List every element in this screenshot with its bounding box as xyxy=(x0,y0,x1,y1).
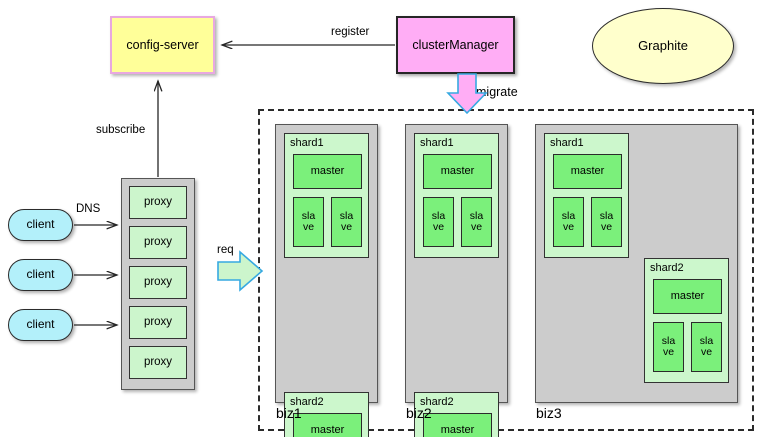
master-node[interactable]: master xyxy=(293,154,362,189)
req-edge-label: req xyxy=(217,244,234,256)
biz1-shard1[interactable]: shard1 master sla ve sla ve xyxy=(284,133,369,258)
shard-label: shard1 xyxy=(290,137,324,149)
client-label: client xyxy=(26,317,55,332)
master-label: master xyxy=(570,165,605,178)
master-node[interactable]: master xyxy=(653,279,722,314)
cluster-manager-label: clusterManager xyxy=(412,37,499,52)
biz1-shard2[interactable]: shard2 master sla ve sla ve xyxy=(284,392,369,437)
proxy-label: proxy xyxy=(143,275,173,288)
config-server-node[interactable]: config-server xyxy=(110,16,215,74)
proxy-label: proxy xyxy=(143,355,173,368)
biz1-label: biz1 xyxy=(276,405,302,421)
proxy-label: proxy xyxy=(143,315,173,328)
master-label: master xyxy=(670,290,705,303)
shard-label: shard1 xyxy=(550,137,584,149)
dns-edge-label: DNS xyxy=(76,203,101,215)
proxy-node-2[interactable]: proxy xyxy=(129,226,187,259)
biz3-container: shard1 master sla ve sla ve shard2 maste… xyxy=(535,124,738,403)
master-label: master xyxy=(440,424,475,437)
cluster-manager-node[interactable]: clusterManager xyxy=(396,16,515,74)
register-edge-label: register xyxy=(331,26,370,38)
client-node-1[interactable]: client xyxy=(8,209,73,241)
slave-node[interactable]: sla ve xyxy=(553,197,584,247)
client-node-2[interactable]: client xyxy=(8,259,73,291)
proxy-label: proxy xyxy=(143,235,173,248)
slave-node[interactable]: sla ve xyxy=(423,197,454,247)
client-label: client xyxy=(26,267,55,282)
slave-label: sla ve xyxy=(339,209,354,233)
biz3-shard1[interactable]: shard1 master sla ve sla ve xyxy=(544,133,629,258)
master-node[interactable]: master xyxy=(553,154,622,189)
slave-node[interactable]: sla ve xyxy=(331,197,362,247)
slave-label: sla ve xyxy=(561,209,576,233)
master-label: master xyxy=(440,165,475,178)
client-label: client xyxy=(26,217,55,232)
shard-label: shard2 xyxy=(650,262,684,274)
proxy-node-5[interactable]: proxy xyxy=(129,346,187,379)
slave-label: sla ve xyxy=(661,334,676,358)
config-server-label: config-server xyxy=(126,37,199,52)
slave-node[interactable]: sla ve xyxy=(653,322,684,372)
graphite-label: Graphite xyxy=(638,37,688,53)
biz2-container: shard1 master sla ve sla ve shard2 maste… xyxy=(405,124,508,437)
biz2-label: biz2 xyxy=(406,405,432,421)
subscribe-edge-label: subscribe xyxy=(96,124,146,136)
biz3-shard2[interactable]: shard2 master sla ve sla ve xyxy=(644,258,729,383)
master-label: master xyxy=(310,424,345,437)
slave-label: sla ve xyxy=(599,209,614,233)
slave-node[interactable]: sla ve xyxy=(293,197,324,247)
proxy-node-1[interactable]: proxy xyxy=(129,186,187,219)
master-node[interactable]: master xyxy=(423,154,492,189)
slave-label: sla ve xyxy=(699,334,714,358)
slave-label: sla ve xyxy=(431,209,446,233)
biz3-label: biz3 xyxy=(536,405,562,421)
biz1-container: shard1 master sla ve sla ve shard2 maste… xyxy=(275,124,378,437)
slave-label: sla ve xyxy=(301,209,316,233)
shard-label: shard2 xyxy=(290,396,324,408)
proxy-node-4[interactable]: proxy xyxy=(129,306,187,339)
biz2-shard2[interactable]: shard2 master sla ve sla ve xyxy=(414,392,499,437)
proxy-container: proxy proxy proxy proxy proxy xyxy=(121,178,195,390)
master-node[interactable]: master xyxy=(293,413,362,437)
proxy-label: proxy xyxy=(143,195,173,208)
client-node-3[interactable]: client xyxy=(8,309,73,341)
master-node[interactable]: master xyxy=(423,413,492,437)
master-label: master xyxy=(310,165,345,178)
graphite-node[interactable]: Graphite xyxy=(592,8,734,84)
proxy-node-3[interactable]: proxy xyxy=(129,266,187,299)
shard-label: shard1 xyxy=(420,137,454,149)
slave-node[interactable]: sla ve xyxy=(461,197,492,247)
biz2-shard1[interactable]: shard1 master sla ve sla ve xyxy=(414,133,499,258)
slave-node[interactable]: sla ve xyxy=(691,322,722,372)
migrate-edge-label: migrate xyxy=(476,85,518,99)
req-block-arrow xyxy=(217,250,264,292)
slave-node[interactable]: sla ve xyxy=(591,197,622,247)
shard-label: shard2 xyxy=(420,396,454,408)
slave-label: sla ve xyxy=(469,209,484,233)
